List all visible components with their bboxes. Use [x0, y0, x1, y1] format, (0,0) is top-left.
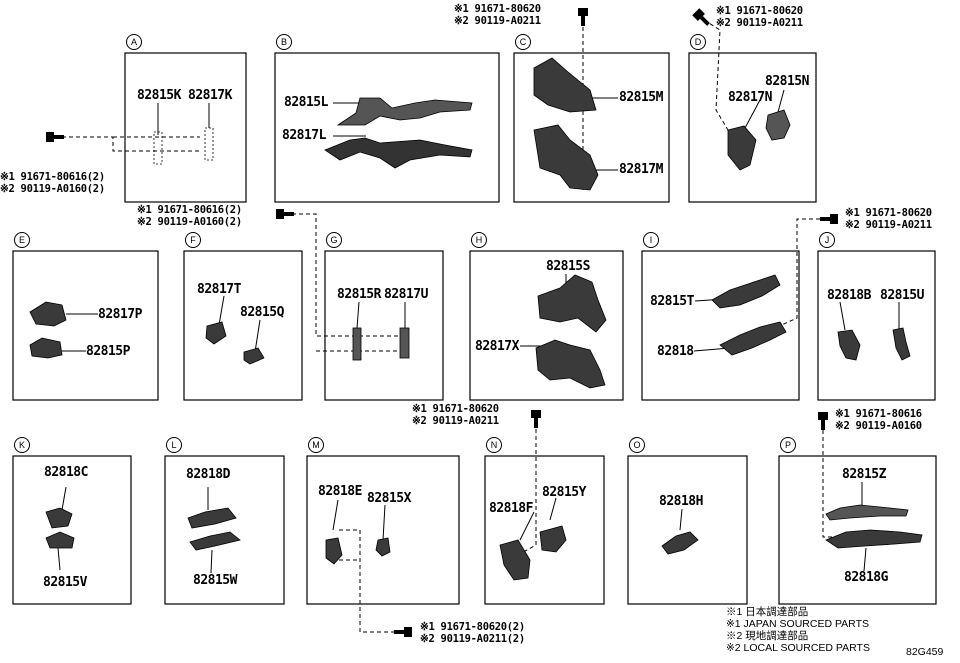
section-box-d: [688, 52, 817, 203]
part-number: 82815Z: [842, 467, 886, 482]
section-box-p: [778, 455, 937, 605]
section-box-k: [12, 455, 132, 605]
fastener-callout: ※1 91671-80616(2): [0, 171, 105, 183]
section-box-h: [469, 250, 624, 401]
legend-line: ※1 日本調達部品: [726, 606, 809, 618]
part-number: 82817X: [475, 339, 519, 354]
fastener-callout: ※1 91671-80620: [716, 5, 803, 17]
section-box-f: [183, 250, 303, 401]
part-number: 82815M: [619, 90, 663, 105]
bolt-icons: [46, 8, 838, 637]
part-number: 82815W: [193, 573, 237, 588]
part-number: 82815U: [880, 288, 924, 303]
fastener-callout: ※1 91671-80620(2): [420, 621, 525, 633]
fastener-callout: ※2 90119-A0160: [835, 420, 922, 432]
fastener-callout: ※2 90119-A0211: [412, 415, 499, 427]
fastener-callout: ※2 90119-A0211(2): [420, 633, 525, 645]
section-box-b: [274, 52, 500, 203]
part-number: 82818C: [44, 465, 88, 480]
part-number: 82815L: [284, 95, 328, 110]
section-label-c: C: [515, 34, 531, 50]
section-label-i: I: [643, 232, 659, 248]
section-box-n: [484, 455, 605, 605]
section-label-b: B: [276, 34, 292, 50]
part-number: 82817P: [98, 307, 142, 322]
part-number: 82817T: [197, 282, 241, 297]
part-number: 82818D: [186, 467, 230, 482]
section-label-l: L: [166, 437, 182, 453]
part-number: 82817U: [384, 287, 428, 302]
fastener-callout: ※2 90119-A0160(2): [0, 183, 105, 195]
part-number: 82817L: [282, 128, 326, 143]
part-number: 82818: [657, 344, 694, 359]
part-number: 82818B: [827, 288, 871, 303]
fastener-callout: ※1 91671-80620: [454, 3, 541, 15]
part-number: 82815X: [367, 491, 411, 506]
section-box-g: [324, 250, 444, 401]
part-number: 82817M: [619, 162, 663, 177]
legend-line: ※2 LOCAL SOURCED PARTS: [726, 642, 870, 654]
section-box-l: [164, 455, 285, 605]
section-box-j: [817, 250, 936, 401]
section-label-d: D: [690, 34, 706, 50]
section-box-c: [513, 52, 670, 203]
part-number: 82815K: [137, 88, 181, 103]
section-box-m: [306, 455, 460, 605]
part-number: 82817K: [188, 88, 232, 103]
part-number: 82815P: [86, 344, 130, 359]
section-box-a: [124, 52, 247, 203]
section-label-g: G: [326, 232, 342, 248]
part-number: 82815R: [337, 287, 381, 302]
part-number: 82815Y: [542, 485, 586, 500]
part-number: 82815S: [546, 259, 590, 274]
part-number: 82817N: [728, 90, 772, 105]
section-box-i: [641, 250, 800, 401]
section-label-n: N: [486, 437, 502, 453]
section-label-f: F: [185, 232, 201, 248]
legend-line: ※1 JAPAN SOURCED PARTS: [726, 618, 869, 630]
part-number: 82815Q: [240, 305, 284, 320]
section-label-k: K: [14, 437, 30, 453]
fastener-callout: ※2 90119-A0211: [454, 15, 541, 27]
section-box-e: [12, 250, 159, 401]
part-number: 82818F: [489, 501, 533, 516]
fastener-callout: ※1 91671-80620: [845, 207, 932, 219]
part-number: 82818G: [844, 570, 888, 585]
fastener-callout: ※1 91671-80620: [412, 403, 499, 415]
section-label-h: H: [471, 232, 487, 248]
diagram-code: 82G459: [906, 646, 944, 658]
part-shapes: [29, 57, 923, 581]
part-number: 82818E: [318, 484, 362, 499]
fastener-callout: ※2 90119-A0160(2): [137, 216, 242, 228]
section-label-p: P: [780, 437, 796, 453]
section-box-o: [627, 455, 748, 605]
fastener-callout: ※2 90119-A0211: [716, 17, 803, 29]
legend-line: ※2 現地調達部品: [726, 630, 809, 642]
dashed-connectors: [62, 19, 850, 633]
part-number: 82818H: [659, 494, 703, 509]
part-number: 82815N: [765, 74, 809, 89]
fastener-callout: ※2 90119-A0211: [845, 219, 932, 231]
fastener-callout: ※1 91671-80616: [835, 408, 922, 420]
section-label-o: O: [629, 437, 645, 453]
section-label-e: E: [14, 232, 30, 248]
fastener-callout: ※1 91671-80616(2): [137, 204, 242, 216]
section-label-j: J: [819, 232, 835, 248]
section-label-a: A: [126, 34, 142, 50]
section-label-m: M: [308, 437, 324, 453]
part-number: 82815V: [43, 575, 87, 590]
part-number: 82815T: [650, 294, 694, 309]
